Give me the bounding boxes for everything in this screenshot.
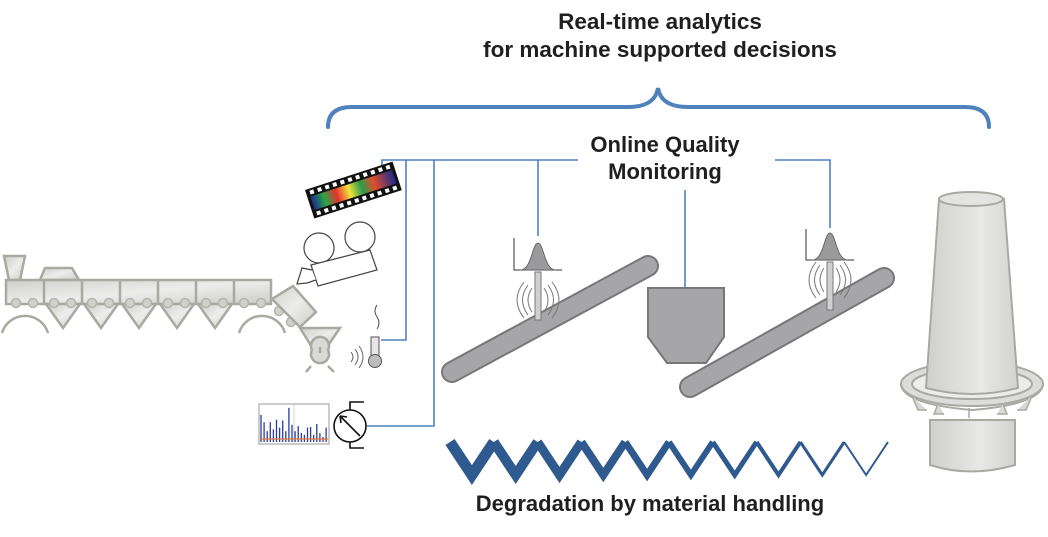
extruder-wheel-right — [237, 314, 287, 334]
extruder-hoppers — [43, 302, 235, 331]
monitoring-label-line-2: Monitoring — [608, 159, 722, 184]
monitoring-label: Online Quality Monitoring — [560, 131, 770, 185]
wave-segment — [799, 441, 846, 478]
degradation-wave — [445, 438, 889, 485]
spectrum-icon — [258, 403, 330, 445]
distribution-curve-icon — [805, 229, 854, 261]
wave-segment — [489, 439, 542, 485]
transfer-hopper — [647, 287, 725, 364]
extruder-rollers — [10, 297, 297, 328]
extruder-segments — [42, 280, 236, 304]
monitoring-label-line-1: Online Quality — [590, 132, 740, 157]
distribution-curve-icon — [513, 238, 562, 271]
connector-gauge — [367, 160, 435, 427]
conveyor-1 — [441, 255, 659, 383]
analytics-title-line-2: for machine supported decisions — [483, 37, 837, 63]
sensor-gauge-icon — [333, 401, 367, 449]
sound-waves-icon — [350, 345, 364, 369]
video-camera-icon — [296, 221, 378, 287]
degradation-label: Degradation by material handling — [475, 491, 825, 516]
transfer-chute — [270, 284, 318, 329]
wave-segment — [666, 440, 716, 481]
extruder-cover — [38, 266, 82, 282]
connector-lines — [367, 159, 831, 427]
connector-camera — [381, 159, 578, 166]
sensor-probe-1 — [513, 238, 562, 321]
wave-segment — [445, 438, 499, 485]
shaft-furnace — [900, 191, 1044, 473]
extruder — [0, 254, 343, 373]
sensor-probe-2 — [805, 229, 854, 311]
wave-segment — [754, 440, 803, 479]
extruder-chimney — [2, 254, 27, 282]
analytics-title-line-1: Real-time analytics — [558, 9, 762, 34]
analytics-title: Real-time analytics for machine supporte… — [430, 8, 890, 64]
analytics-brace — [326, 87, 991, 129]
conveyor-2 — [679, 267, 895, 398]
wave-segment — [622, 440, 672, 482]
connector-thermometer — [381, 160, 407, 341]
extruder-wheel-left — [0, 314, 50, 334]
extruder-body — [4, 278, 273, 306]
sound-waves-icon — [516, 281, 560, 319]
wave-segment — [710, 440, 759, 480]
wave-segment — [843, 441, 889, 477]
wave-segment — [533, 439, 586, 484]
connector-conveyor-2 — [775, 159, 831, 228]
thermometer-icon — [368, 304, 382, 368]
sound-waves-icon — [808, 261, 852, 299]
wave-segment — [578, 439, 629, 483]
film-strip-icon — [305, 161, 402, 219]
